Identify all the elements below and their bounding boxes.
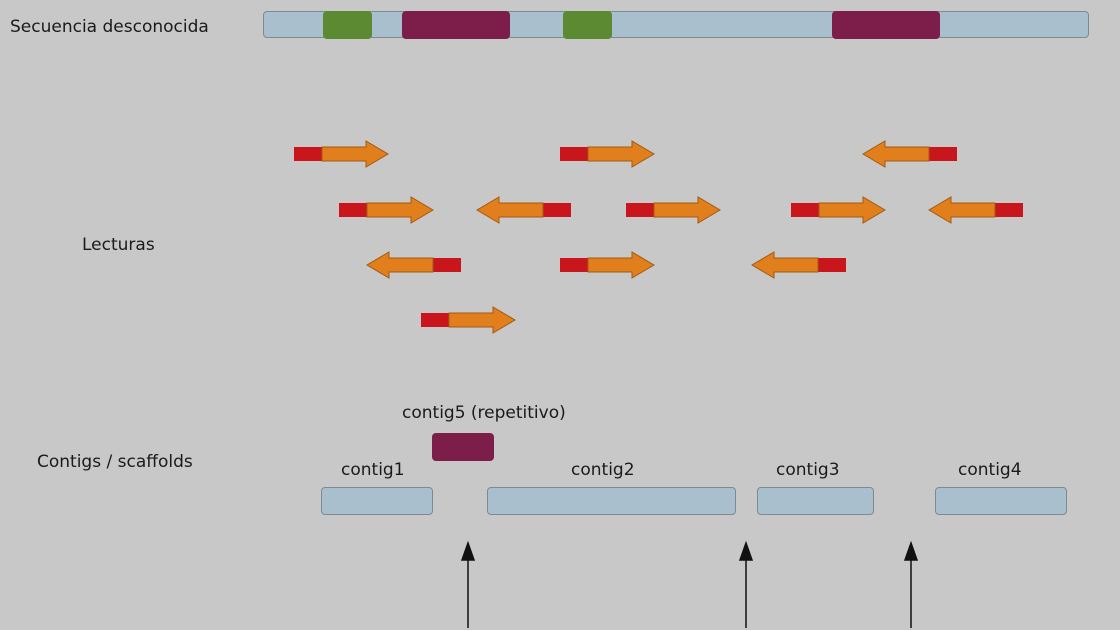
contig3-block	[757, 487, 874, 515]
contig2-label: contig2	[571, 460, 635, 480]
contig1-block	[321, 487, 433, 515]
unique-region-1	[323, 11, 372, 39]
reads-label: Lecturas	[82, 235, 155, 255]
contig1-label: contig1	[341, 460, 405, 480]
contig2-block	[487, 487, 736, 515]
contig5-label: contig5 (repetitivo)	[402, 403, 566, 423]
gap-arrow-3	[903, 540, 919, 561]
repeat-region-2	[832, 11, 940, 39]
unique-region-2	[563, 11, 612, 39]
contig5-block	[432, 433, 494, 461]
contig4-label: contig4	[958, 460, 1022, 480]
gap-arrow-2	[738, 540, 754, 561]
contig4-block	[935, 487, 1067, 515]
contig3-label: contig3	[776, 460, 840, 480]
gap-arrow-1	[460, 540, 476, 561]
contigs-scaffolds-label: Contigs / scaffolds	[37, 452, 193, 472]
unknown-sequence-bar	[263, 11, 1089, 38]
unknown-sequence-label: Secuencia desconocida	[10, 17, 209, 37]
repeat-region-1	[402, 11, 510, 39]
